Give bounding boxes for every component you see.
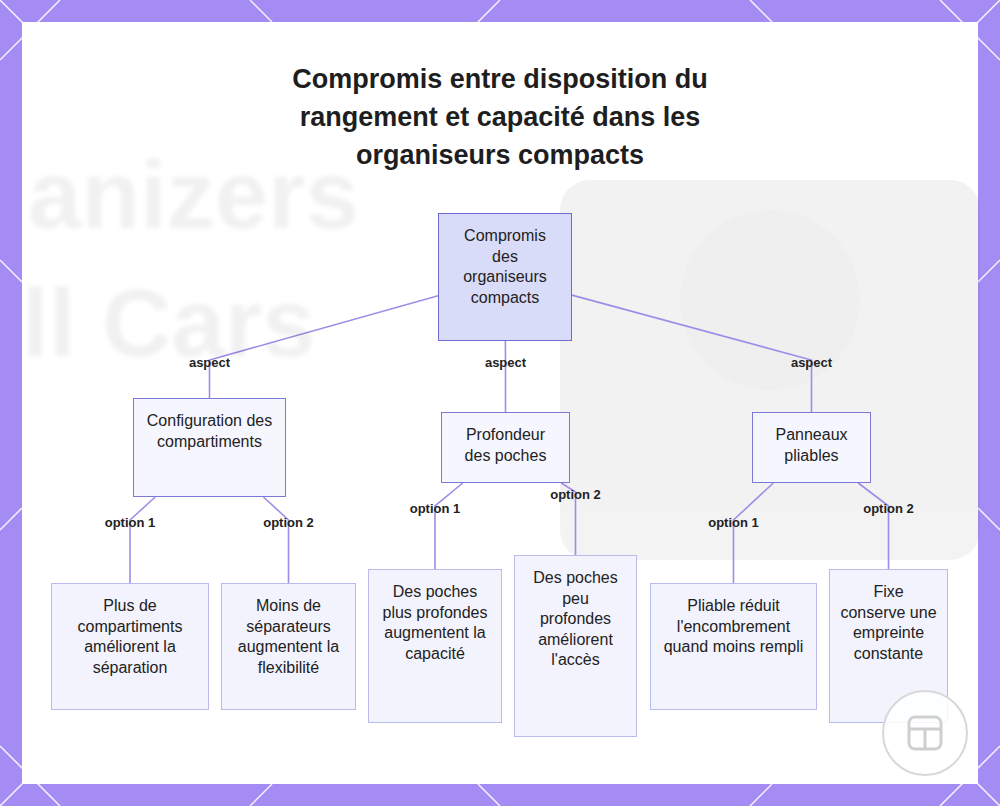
edge-label: option 2 (863, 501, 914, 516)
watermark-text: ll Cars (22, 268, 315, 378)
connector-line (734, 483, 774, 583)
node-text: Profondeur des poches (452, 425, 559, 466)
node-text: Des poches peu profondes améliorent l'ac… (525, 568, 626, 671)
option-box: Des poches plus profondes augmentent la … (368, 569, 502, 723)
edge-label: option 2 (550, 487, 601, 502)
connector-line (572, 295, 812, 412)
connector-line (435, 483, 463, 569)
node-text: Compromis des organiseurs compacts (449, 226, 561, 308)
edge-label: option 1 (410, 501, 461, 516)
option-box: Plus de compartiments améliorent la sépa… (51, 583, 209, 710)
option-box: Pliable réduit l'encombrement quand moin… (650, 583, 817, 710)
edge-label: aspect (485, 355, 526, 370)
node-text: Pliable réduit l'encombrement quand moin… (661, 596, 806, 658)
edge-label: aspect (791, 355, 832, 370)
connector-line (130, 497, 155, 583)
diagram-title: Compromis entre disposition du rangement… (240, 60, 760, 174)
edge-label: option 1 (708, 515, 759, 530)
connector-line (505, 341, 507, 412)
connector-line (263, 497, 288, 583)
aspect-box: Profondeur des poches (441, 412, 570, 483)
node-text: Plus de compartiments améliorent la sépa… (62, 596, 198, 678)
root-box: Compromis des organiseurs compacts (438, 213, 572, 341)
connector-line (858, 483, 888, 569)
node-text: Fixe conserve une empreinte constante (840, 582, 937, 664)
node-text: Panneaux pliables (763, 425, 860, 466)
node-text: Moins de séparateurs augmentent la flexi… (232, 596, 345, 678)
option-box: Moins de séparateurs augmentent la flexi… (221, 583, 356, 710)
node-text: Configuration des compartiments (144, 411, 275, 452)
aspect-box: Configuration des compartiments (133, 398, 286, 497)
logo-icon (875, 683, 975, 783)
faded-photo (560, 180, 980, 560)
option-box: Des poches peu profondes améliorent l'ac… (514, 555, 637, 737)
aspect-box: Panneaux pliables (752, 412, 871, 483)
edge-label: aspect (189, 355, 230, 370)
edge-label: option 1 (105, 515, 156, 530)
watermark-text: anizers (28, 140, 359, 250)
node-text: Des poches plus profondes augmentent la … (379, 582, 491, 664)
edge-label: option 2 (263, 515, 314, 530)
